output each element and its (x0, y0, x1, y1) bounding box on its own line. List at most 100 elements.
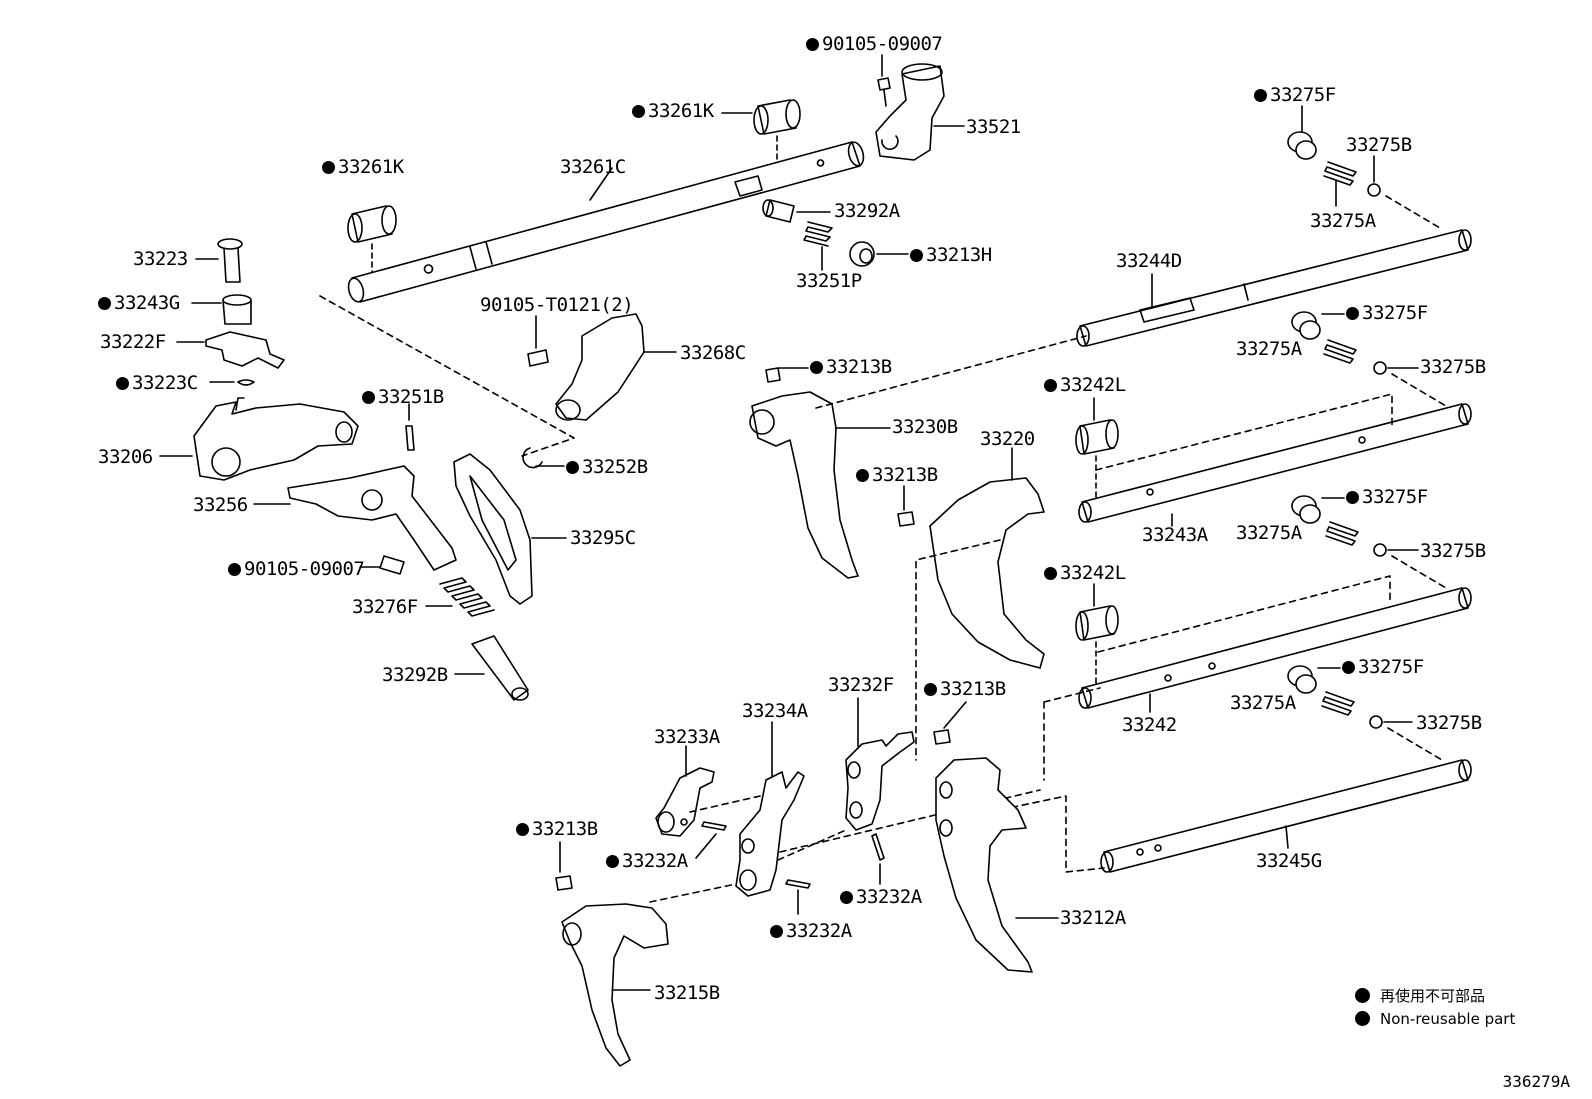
part-label-33234a: 33234A (742, 700, 808, 722)
plug-33213h (849, 241, 875, 267)
part-label-33292a: 33292A (834, 200, 900, 222)
non-reusable-marker (632, 105, 645, 118)
guide-line-j (989, 687, 1105, 873)
part-label-33213b-d: 33213B (516, 818, 598, 840)
part-label-33245g: 33245G (1256, 850, 1322, 872)
part-label-33232a-b: 33232A (770, 920, 852, 942)
part-label-33275f-b: 33275F (1346, 302, 1428, 324)
non-reusable-marker (910, 249, 923, 262)
pin-33232a-a (701, 821, 727, 831)
ball-33275b-a (1367, 183, 1381, 197)
part-label-33220: 33220 (980, 428, 1035, 450)
part-label-33295c: 33295C (570, 527, 636, 549)
shaft-33245g (1100, 759, 1472, 873)
bolt-33213b-b (897, 511, 915, 527)
leader-33261c (589, 167, 613, 201)
part-label-33242l-b: 33242L (1044, 562, 1126, 584)
fork-33220 (929, 477, 1045, 669)
guide-line-k (649, 789, 1041, 903)
leader-33232a-a (695, 833, 717, 859)
pin-33251b (405, 425, 415, 451)
part-label-33223: 33223 (133, 248, 188, 270)
part-label-90105-09007-top: 90105-09007 (806, 33, 943, 55)
ball-33275b-d (1369, 715, 1383, 729)
part-label-33276f: 33276F (352, 596, 418, 618)
non-reusable-marker (362, 391, 375, 404)
part-label-33212a: 33212A (1060, 907, 1126, 929)
part-label-33213h: 33213H (910, 244, 992, 266)
plug-33275f-b (1291, 311, 1321, 340)
non-reusable-marker (770, 925, 783, 938)
part-label-33292b: 33292B (382, 664, 448, 686)
guide-line-c (1385, 195, 1441, 229)
non-reusable-marker (322, 161, 335, 174)
spring-33275a-b (1323, 339, 1357, 364)
part-label-33222f: 33222F (100, 331, 166, 353)
plate-33295c (453, 453, 533, 605)
leader-33245g (1285, 825, 1289, 849)
guide-line-h (915, 539, 1001, 761)
non-reusable-marker (840, 891, 853, 904)
part-label-33206: 33206 (98, 446, 153, 468)
non-reusable-marker (1342, 661, 1355, 674)
non-reusable-marker (1254, 89, 1267, 102)
spring-33275a-c (1325, 521, 1359, 546)
part-label-33232a-c: 33232A (840, 886, 922, 908)
guide-line-d (1391, 373, 1447, 407)
part-label-33213b-b: 33213B (856, 464, 938, 486)
part-label-33232f: 33232F (828, 674, 894, 696)
part-label-33256: 33256 (193, 494, 248, 516)
clip-33252b (522, 447, 543, 469)
part-label-33275b-b: 33275B (1420, 356, 1486, 378)
non-reusable-marker (1044, 379, 1057, 392)
bushing-33242l-a (1075, 419, 1119, 499)
part-label-33275a-b: 33275A (1236, 338, 1302, 360)
non-reusable-marker (924, 683, 937, 696)
non-reusable-marker (806, 38, 819, 51)
part-label-33261k-left: 33261K (322, 156, 404, 178)
non-reusable-marker (516, 823, 529, 836)
non-reusable-marker (1044, 567, 1057, 580)
non-reusable-marker (116, 377, 129, 390)
bolt-33213b-d (555, 875, 573, 891)
shaft-33243a (1078, 403, 1472, 523)
shaft-33261c (347, 141, 865, 303)
part-label-33244d: 33244D (1116, 250, 1182, 272)
plunger-33292b (471, 635, 529, 701)
pin-33232a-b (785, 879, 811, 889)
part-label-33275b-c: 33275B (1420, 540, 1486, 562)
part-label-33232a-a: 33232A (606, 850, 688, 872)
bolt-33213b-c (933, 729, 951, 745)
non-reusable-marker (856, 469, 869, 482)
pin-33232a-c (871, 833, 885, 861)
shaft-33242 (1078, 587, 1472, 709)
fork-33230b (749, 391, 859, 579)
ball-33275b-b (1373, 361, 1387, 375)
inner-lever-33256 (287, 465, 457, 571)
bushing-33261k-top (753, 99, 801, 161)
bushing-33261k-left (347, 205, 397, 273)
non-reusable-marker (1346, 491, 1359, 504)
non-reusable-marker (606, 855, 619, 868)
part-label-33243a: 33243A (1142, 524, 1208, 546)
bushing-33242l-b (1075, 605, 1119, 685)
spring-33275a-a (1323, 161, 1357, 186)
part-label-33275a-d: 33275A (1230, 692, 1296, 714)
diagram-code: 336279A (1502, 1072, 1570, 1091)
part-label-33275f-d: 33275F (1342, 656, 1424, 678)
legend-marker (1355, 988, 1370, 1003)
part-label-33261c: 33261C (560, 156, 626, 178)
plug-33275f-a (1287, 131, 1317, 160)
legend-en: Non-reusable part (1355, 1010, 1515, 1028)
fork-33215b (561, 903, 669, 1067)
bolt-90105-09007-top (877, 54, 891, 107)
guide-line-a (319, 295, 575, 457)
guide-line-f (1391, 555, 1447, 589)
lever-33268c (555, 313, 645, 421)
non-reusable-marker (1346, 307, 1359, 320)
plug-33275f-c (1291, 495, 1321, 524)
guide-line-e (1095, 393, 1393, 471)
lever-33222f (205, 331, 285, 369)
head-33233a (655, 767, 715, 837)
